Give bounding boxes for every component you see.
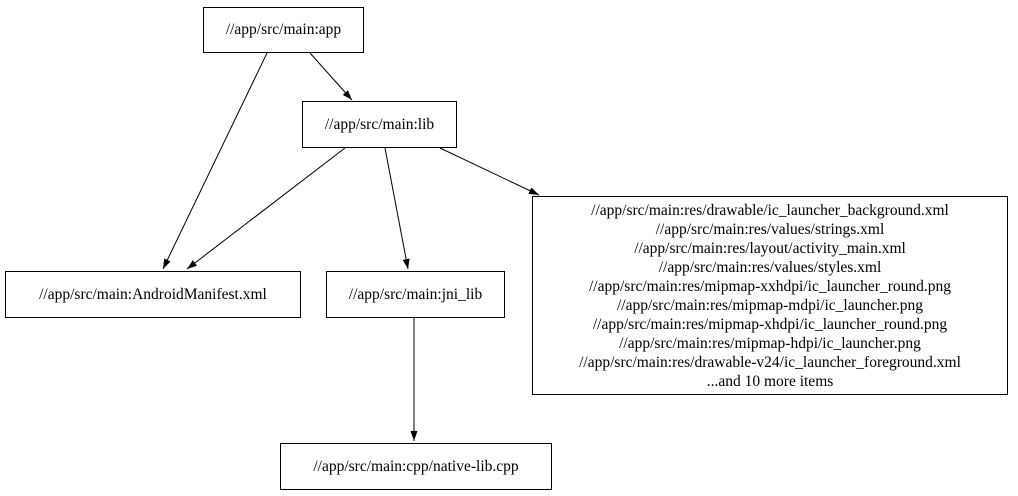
edge-lib-to-jni-lib (384, 147, 410, 270)
res-file-item: //app/src/main:res/drawable/ic_launcher_… (591, 201, 949, 219)
node-native-lib-cpp: //app/src/main:cpp/native-lib.cpp (280, 443, 552, 490)
node-app-label: //app/src/main:app (225, 21, 342, 38)
node-jni-lib: //app/src/main:jni_lib (326, 271, 505, 318)
node-native-lib-cpp-label: //app/src/main:cpp/native-lib.cpp (313, 457, 519, 475)
res-more-items-label: ...and 10 more items (706, 372, 834, 390)
res-file-item: //app/src/main:res/mipmap-xhdpi/ic_launc… (592, 315, 948, 333)
res-file-item: //app/src/main:res/values/styles.xml (658, 258, 882, 276)
edge-lib-to-manifest (186, 147, 346, 270)
node-app: //app/src/main:app (203, 7, 364, 53)
node-lib-label: //app/src/main:lib (324, 115, 435, 133)
node-android-manifest-label: //app/src/main:AndroidManifest.xml (39, 285, 267, 303)
edge-app-to-lib (309, 52, 353, 101)
node-res-file-group: //app/src/main:res/drawable/ic_launcher_… (532, 196, 1008, 395)
node-jni-lib-label: //app/src/main:jni_lib (348, 285, 483, 303)
edge-lib-to-res-group (439, 147, 540, 196)
node-lib: //app/src/main:lib (302, 101, 457, 148)
node-android-manifest: //app/src/main:AndroidManifest.xml (5, 271, 301, 318)
res-file-item: //app/src/main:res/mipmap-hdpi/ic_launch… (619, 334, 921, 352)
res-file-item: //app/src/main:res/layout/activity_main.… (634, 239, 906, 257)
edge-app-to-manifest (162, 52, 268, 270)
res-file-item: //app/src/main:res/values/strings.xml (655, 220, 885, 238)
res-file-item: //app/src/main:res/mipmap-mdpi/ic_launch… (616, 296, 924, 314)
res-file-item: //app/src/main:res/drawable-v24/ic_launc… (579, 353, 961, 371)
res-file-item: //app/src/main:res/mipmap-xxhdpi/ic_laun… (588, 277, 951, 295)
